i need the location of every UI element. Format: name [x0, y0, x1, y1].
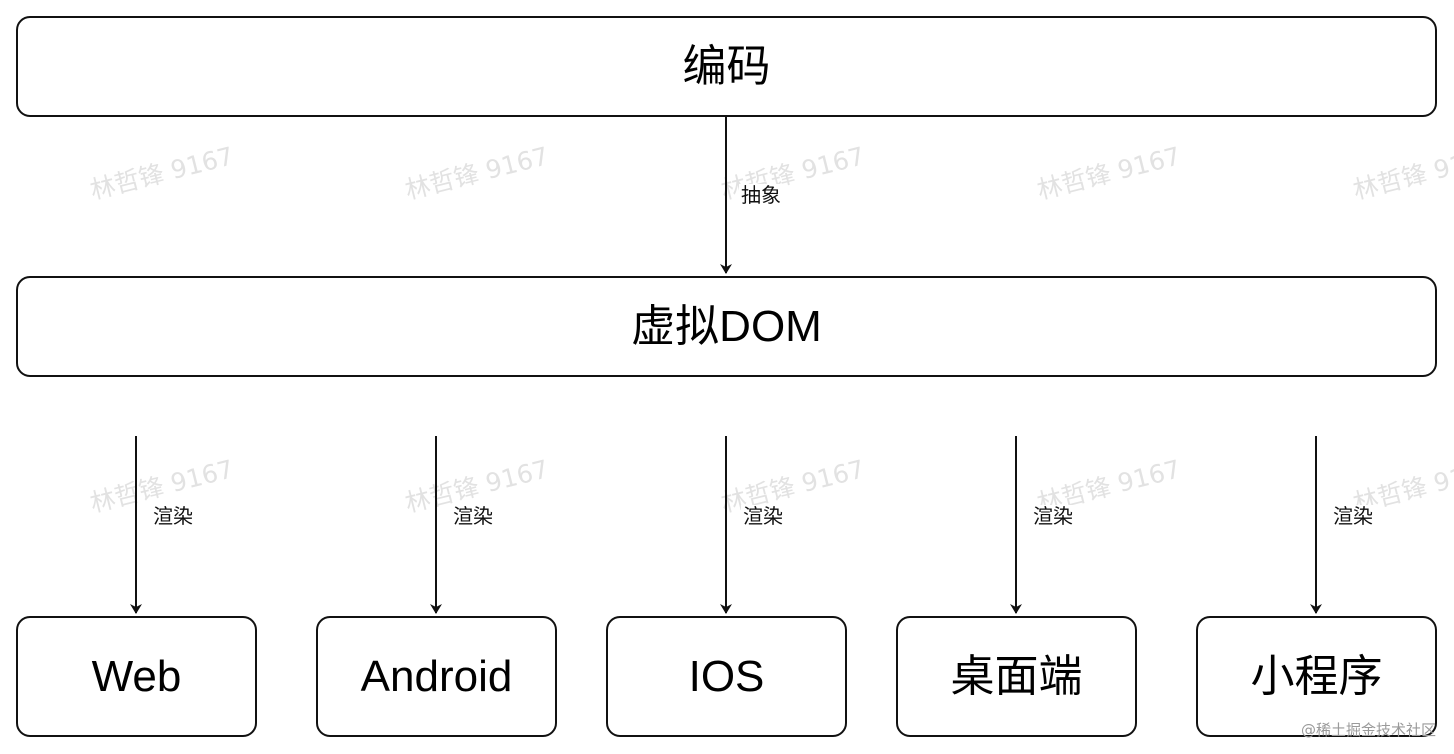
node-ios: IOS [606, 616, 847, 737]
node-encoding: 编码 [16, 16, 1437, 117]
node-desktop: 桌面端 [896, 616, 1137, 737]
node-miniprogram: 小程序 [1196, 616, 1437, 737]
node-encoding-label: 编码 [682, 41, 771, 91]
node-web-label: Web [91, 651, 182, 701]
edge-label-render-web: 渲染 [151, 504, 195, 528]
node-web: Web [16, 616, 257, 737]
node-android-label: Android [360, 651, 513, 701]
edge-label-render-desktop: 渲染 [1031, 504, 1075, 528]
node-vdom: 虚拟DOM [16, 276, 1437, 377]
edge-label-render-ios: 渲染 [741, 504, 785, 528]
node-android: Android [316, 616, 557, 737]
edge-label-render-android: 渲染 [451, 504, 495, 528]
node-miniprogram-label: 小程序 [1250, 651, 1383, 701]
node-desktop-label: 桌面端 [950, 651, 1083, 701]
node-ios-label: IOS [688, 651, 765, 701]
node-vdom-label: 虚拟DOM [631, 301, 822, 351]
edge-label-render-miniprogram: 渲染 [1331, 504, 1375, 528]
footer-watermark: @稀土掘金技术社区 [1300, 721, 1436, 739]
edge-label-abstract: 抽象 [739, 183, 783, 207]
